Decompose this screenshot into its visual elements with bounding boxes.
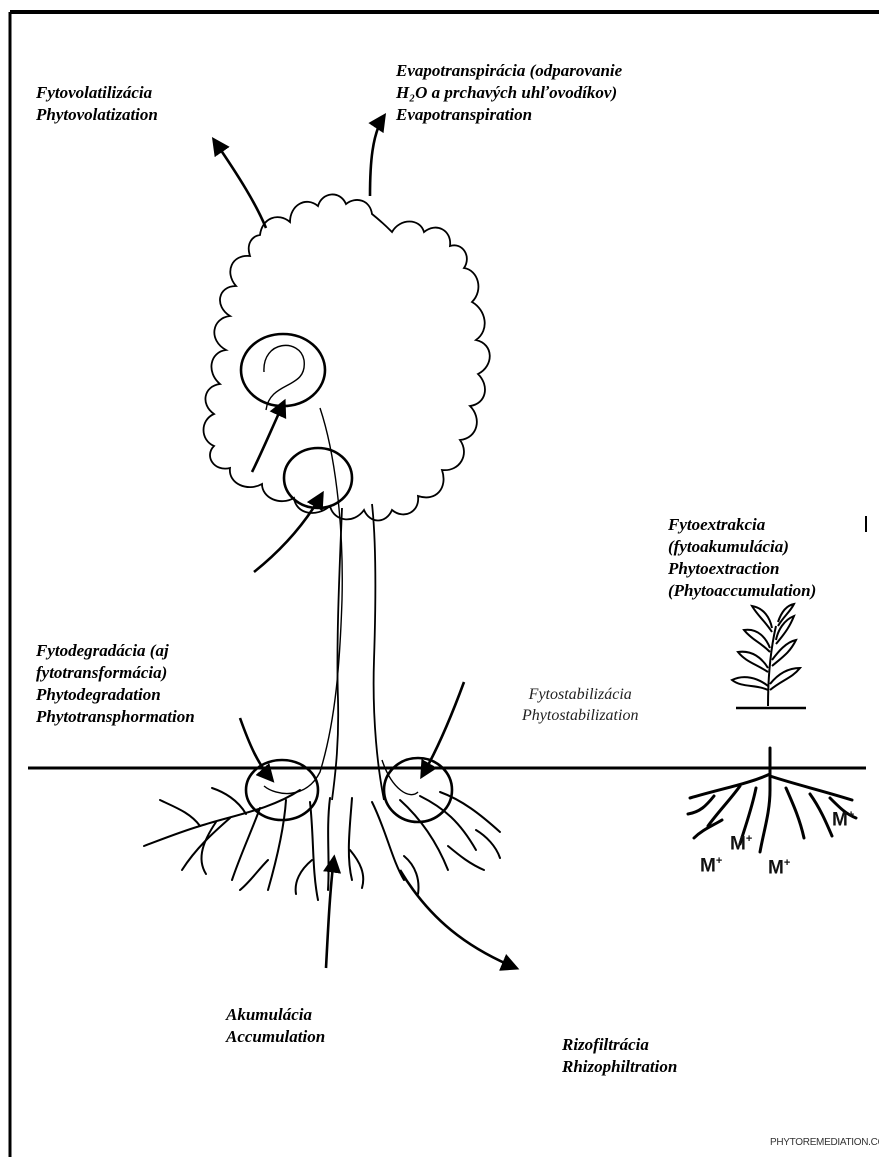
label-evapotranspiration: Evapotranspirácia (odparovanie H₂O a prc… xyxy=(396,60,622,126)
metal-ion-label: M+ xyxy=(832,810,854,829)
label-accumulation: Akumulácia Accumulation xyxy=(226,1004,325,1048)
metal-ion-label: M+ xyxy=(768,858,790,877)
uptake-paths xyxy=(264,345,418,794)
metal-ion-label: M+ xyxy=(700,856,722,875)
label-degradation: Fytodegradácia (aj fytotransformácia) Ph… xyxy=(36,640,195,728)
tree-canopy xyxy=(204,194,490,520)
label-rhizofiltration: Rizofiltrácia Rhizophiltration xyxy=(562,1034,677,1078)
metal-ion-label: M+ xyxy=(730,834,752,853)
label-stabilization: Fytostabilizácia Phytostabilization xyxy=(522,684,638,726)
watermark: PHYTOREMEDIATION.COM xyxy=(770,1137,879,1148)
small-plant xyxy=(732,604,806,708)
small-plant-roots xyxy=(688,748,856,852)
label-volatilization: Fytovolatilizácia Phytovolatization xyxy=(36,82,158,126)
tree-roots xyxy=(144,788,500,900)
process-circles xyxy=(241,334,452,822)
label-extraction: Fytoextrakcia (fytoakumulácia) Phytoextr… xyxy=(668,514,816,602)
